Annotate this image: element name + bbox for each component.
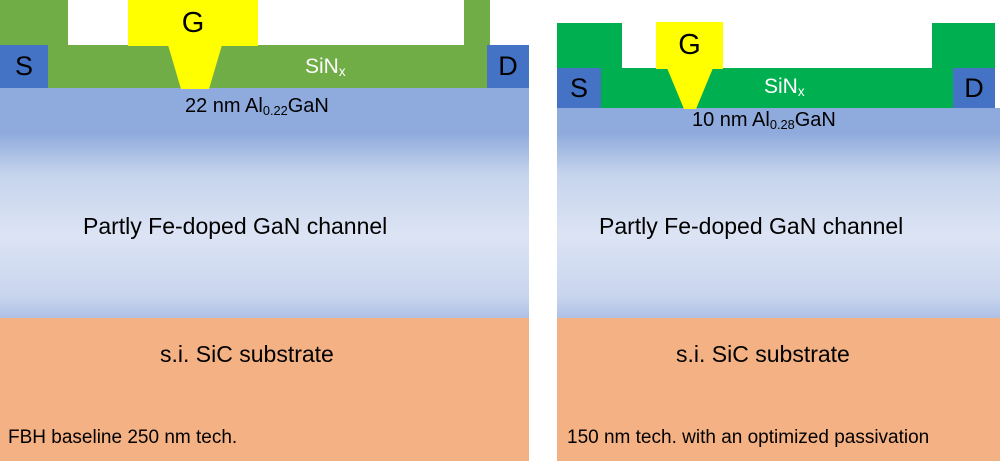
label-algan-prefix-right: 10 nm Al xyxy=(692,109,770,131)
label-sinx-left: SiNx xyxy=(305,56,346,78)
panel-right-optimized-150nm: S D G SiNx 10 nm Al0.28GaN Partly Fe-dop… xyxy=(557,0,1000,461)
caption-left: FBH baseline 250 nm tech. xyxy=(8,427,238,448)
label-algan-barrier-left: 22 nm Al0.22GaN xyxy=(185,96,329,118)
gate-foot-shape-left xyxy=(168,45,222,89)
caption-right: 150 nm tech. with an optimized passivati… xyxy=(567,427,930,448)
label-algan-suffix-left: GaN xyxy=(287,95,329,117)
gate-label-left: G xyxy=(181,6,205,39)
source-label-left: S xyxy=(14,51,33,81)
passivation-sinx-drain-shoulder-left xyxy=(464,0,490,46)
passivation-sinx-field-right xyxy=(557,68,953,108)
gate-metal-foot-right xyxy=(667,68,713,109)
gate-foot-shape-right xyxy=(667,68,713,109)
passivation-sinx-source-shoulder-right xyxy=(557,23,622,69)
layer-gan-channel-left xyxy=(0,133,529,318)
ohmic-contact-source-right[interactable]: S xyxy=(557,68,601,108)
panel-left-baseline-250nm: S D G SiNx 22 nm Al0.22GaN Partly Fe-dop… xyxy=(0,0,529,461)
label-sic-substrate-right: s.i. SiC substrate xyxy=(676,341,850,367)
drain-label-left: D xyxy=(498,51,518,81)
label-algan-barrier-right: 10 nm Al0.28GaN xyxy=(692,110,836,132)
label-algan-suffix-right: GaN xyxy=(794,109,836,131)
layer-algan-barrier-right xyxy=(557,108,1000,133)
layer-sic-substrate-right xyxy=(557,318,1000,461)
gate-metal-foot-left xyxy=(168,45,222,89)
passivation-sinx-field-left xyxy=(0,45,490,88)
passivation-sinx-drain-shoulder-right xyxy=(932,23,995,69)
label-gan-channel-right: Partly Fe-doped GaN channel xyxy=(599,213,904,239)
ohmic-contact-drain-right[interactable]: D xyxy=(953,68,995,108)
label-sinx-sub-right: x xyxy=(797,83,805,99)
label-algan-fraction-left: 0.22 xyxy=(262,102,288,118)
gate-metal-head-left[interactable]: G xyxy=(128,0,258,46)
label-sinx-text-right: SiN xyxy=(764,75,798,98)
passivation-sinx-source-shoulder-left xyxy=(0,0,68,46)
label-algan-prefix-left: 22 nm Al xyxy=(185,95,263,117)
label-sic-substrate-left: s.i. SiC substrate xyxy=(160,341,334,367)
ohmic-contact-drain-left[interactable]: D xyxy=(487,45,529,88)
label-sinx-right: SiNx xyxy=(764,76,805,98)
drain-label-right: D xyxy=(964,72,984,103)
label-sinx-text-left: SiN xyxy=(305,55,339,78)
ohmic-contact-source-left[interactable]: S xyxy=(0,45,48,88)
source-label-right: S xyxy=(569,72,588,103)
layer-sic-substrate-left xyxy=(0,318,529,461)
layer-gan-channel-right xyxy=(557,133,1000,318)
label-algan-fraction-right: 0.28 xyxy=(769,116,795,132)
gate-metal-head-right[interactable]: G xyxy=(656,22,723,69)
layer-algan-barrier-left xyxy=(0,88,529,133)
label-gan-channel-left: Partly Fe-doped GaN channel xyxy=(83,213,388,239)
gate-label-right: G xyxy=(678,29,701,61)
label-sinx-sub-left: x xyxy=(338,63,346,79)
